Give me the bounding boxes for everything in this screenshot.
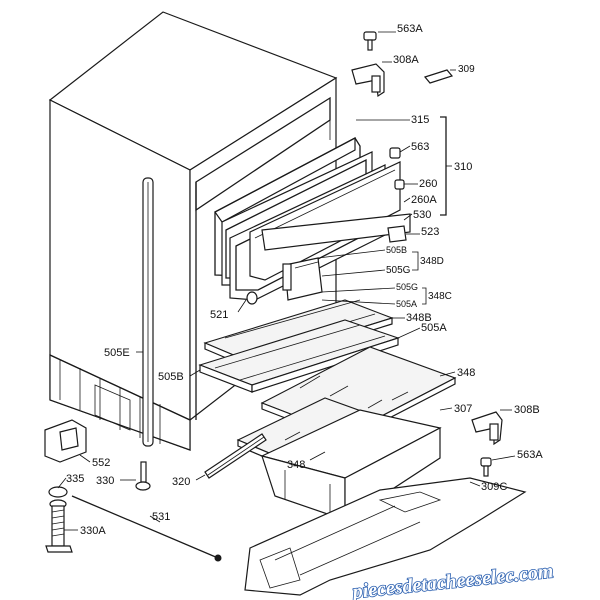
label-320: 320 [172, 476, 190, 488]
label-330A: 330A [80, 525, 106, 537]
door-frame-group [214, 137, 411, 301]
top-hinge-308A [351, 63, 385, 98]
label-348: 348 [457, 367, 475, 379]
label-552: 552 [92, 457, 110, 469]
adjustable-foot-330A [45, 486, 73, 553]
label-260A: 260A [411, 194, 437, 206]
screw-563A-top [363, 31, 377, 51]
label-530: 530 [413, 209, 431, 221]
label-505B: 505B [158, 371, 184, 383]
label-505E: 505E [104, 347, 130, 359]
foot-330 [135, 461, 151, 491]
label-310: 310 [454, 161, 472, 173]
label-260: 260 [419, 178, 437, 190]
label-308B: 308B [514, 404, 540, 416]
label-348D: 348D [420, 256, 444, 267]
label-563A-top: 563A [397, 23, 423, 35]
bottom-cover-309C [244, 477, 527, 596]
plate-309 [423, 69, 454, 84]
label-309: 309 [458, 64, 475, 75]
label-505A: 505A [421, 322, 447, 334]
label-505A-right: 505A [396, 299, 417, 309]
bottom-hinge-308B [471, 411, 503, 446]
label-335: 335 [66, 473, 84, 485]
label-309C: 309C [481, 481, 507, 493]
label-505G-b: 505G [396, 282, 418, 292]
label-505B-right: 505B [386, 245, 407, 255]
watermark-logo: piecesdetacheeselec.com [350, 560, 555, 600]
label-308A: 308A [393, 54, 419, 66]
rod-531 [71, 495, 219, 559]
label-348B: 348B [406, 312, 432, 324]
label-505G: 505G [386, 265, 411, 276]
label-307: 307 [454, 403, 472, 415]
part-labels: 563A 308A 309 315 563 310 260 260A 530 5… [66, 23, 543, 537]
label-315: 315 [411, 114, 429, 126]
label-531: 531 [152, 511, 170, 523]
label-330: 330 [96, 475, 114, 487]
label-563A-bottom: 563A [517, 449, 543, 461]
screw-563A-bottom [480, 457, 492, 477]
leader-lines [57, 31, 516, 531]
label-563: 563 [411, 141, 429, 153]
bracket-552 [44, 419, 87, 463]
label-523: 523 [421, 226, 439, 238]
label-348C: 348C [428, 291, 452, 302]
group-bracket [440, 116, 447, 216]
label-348-lower: 348 [287, 459, 305, 471]
label-521: 521 [210, 309, 228, 321]
